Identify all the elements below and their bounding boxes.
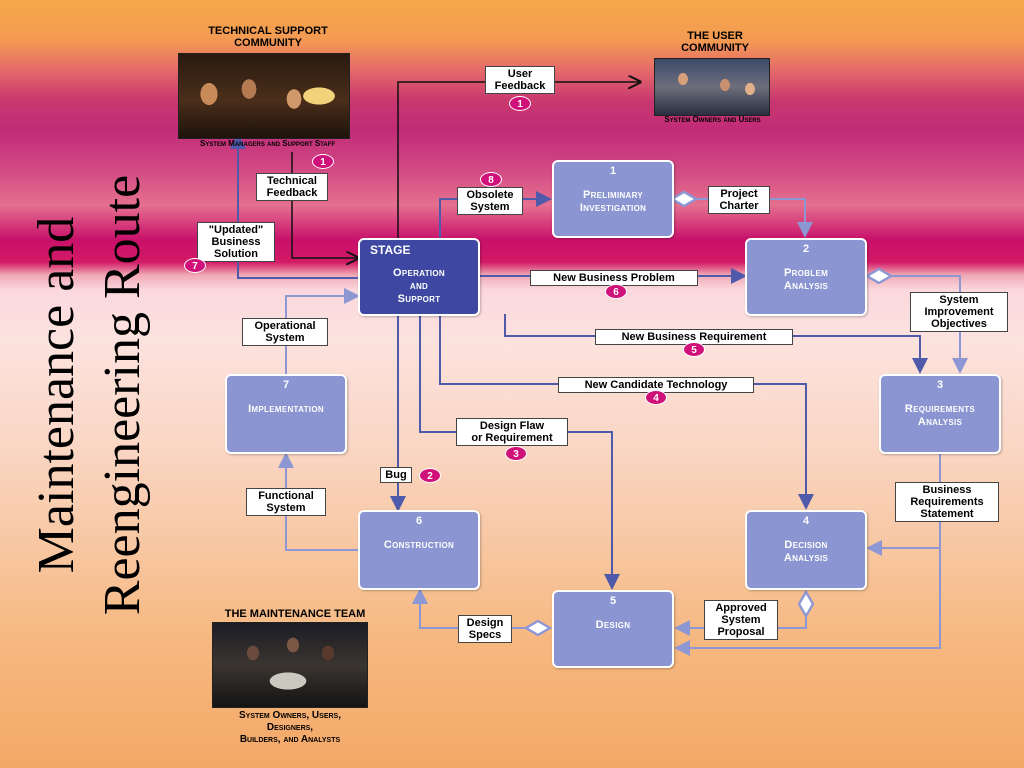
maintenance-team-title: THE MAINTENANCE TEAM [224,608,366,620]
route-badge-5: 5 [683,342,705,357]
route-badge-4: 4 [645,390,667,405]
label-technical-feedback: Technical Feedback [256,173,328,201]
arrow-business-req-to-design [674,548,941,656]
label-project-charter: Project Charter [708,186,770,214]
route-badge-1-user: 1 [509,96,531,111]
route-badge-2: 2 [419,468,441,483]
user-community-photo [654,58,770,116]
stage-name: Requirements Analysis [904,403,976,428]
stage-7-implementation[interactable]: 7 Implementation [225,374,347,454]
label-bug: Bug [380,467,412,483]
label-new-candidate-technology: New Candidate Technology [558,377,754,393]
route-badge-7: 7 [184,258,206,273]
stage-6-construction[interactable]: 6 Construction [358,510,480,590]
tech-community-title: TECHNICAL SUPPORT COMMUNITY [208,25,328,49]
route-badge-8: 8 [480,172,502,187]
tech-community-photo [178,53,350,139]
stage-name: Decision Analysis [783,539,829,564]
route-badge-1-tech: 1 [312,154,334,169]
stage-name: Operation and Support [393,267,445,305]
stage-number: 7 [282,379,290,391]
stage-number: 1 [609,165,617,177]
stage-number: 4 [802,515,810,527]
stage-number: STAGE [370,243,411,257]
label-user-feedback: User Feedback [485,66,555,94]
maintenance-team-caption: System Owners, Users, Designers, Builder… [238,710,341,745]
route-badge-6: 6 [605,284,627,299]
label-obsolete-system: Obsolete System [457,187,523,215]
stage-name: Implementation [248,403,324,415]
label-design-specs: Design Specs [458,615,512,643]
label-system-improvement: System Improvement Objectives [910,292,1008,332]
user-community-caption: System Owners and Users [664,115,761,124]
maintenance-team-photo [212,622,368,708]
stage-number: 3 [936,379,944,391]
arrow-updated-solution [230,133,358,279]
stage-name: Construction [383,539,455,551]
tech-community-caption: System Managers and Support Staff [199,139,336,148]
label-updated-solution: "Updated" Business Solution [197,222,275,262]
arrow-system-improvement [867,276,960,372]
arrow-user-feedback [397,82,640,238]
stage-number: 6 [415,515,423,527]
stage-name: Problem Analysis [783,267,829,292]
stage-name: Preliminary Investigation [579,189,647,214]
user-community-title: THE USER COMMUNITY [681,30,749,54]
label-new-business-requirement: New Business Requirement [595,329,793,345]
label-approved-proposal: Approved System Proposal [704,600,778,640]
label-new-business-problem: New Business Problem [530,270,698,286]
label-business-req-statement: Business Requirements Statement [895,482,999,522]
stage-1-preliminary-investigation[interactable]: 1 Preliminary Investigation [552,160,674,238]
stage-operation-and-support[interactable]: STAGE Operation and Support [358,238,480,316]
stage-number: 2 [802,243,810,255]
label-operational-system: Operational System [242,318,328,346]
stage-number: 5 [609,595,617,607]
stage-4-decision-analysis[interactable]: 4 Decision Analysis [745,510,867,590]
stage-name: Design [595,619,631,631]
label-functional-system: Functional System [246,488,326,516]
stage-5-design[interactable]: 5 Design [552,590,674,668]
route-badge-3: 3 [505,446,527,461]
arrow-functional-system [278,452,358,551]
label-design-flaw: Design Flaw or Requirement [456,418,568,446]
arrow-operational-system [285,288,360,374]
stage-3-requirements-analysis[interactable]: 3 Requirements Analysis [879,374,1001,454]
stage-2-problem-analysis[interactable]: 2 Problem Analysis [745,238,867,316]
